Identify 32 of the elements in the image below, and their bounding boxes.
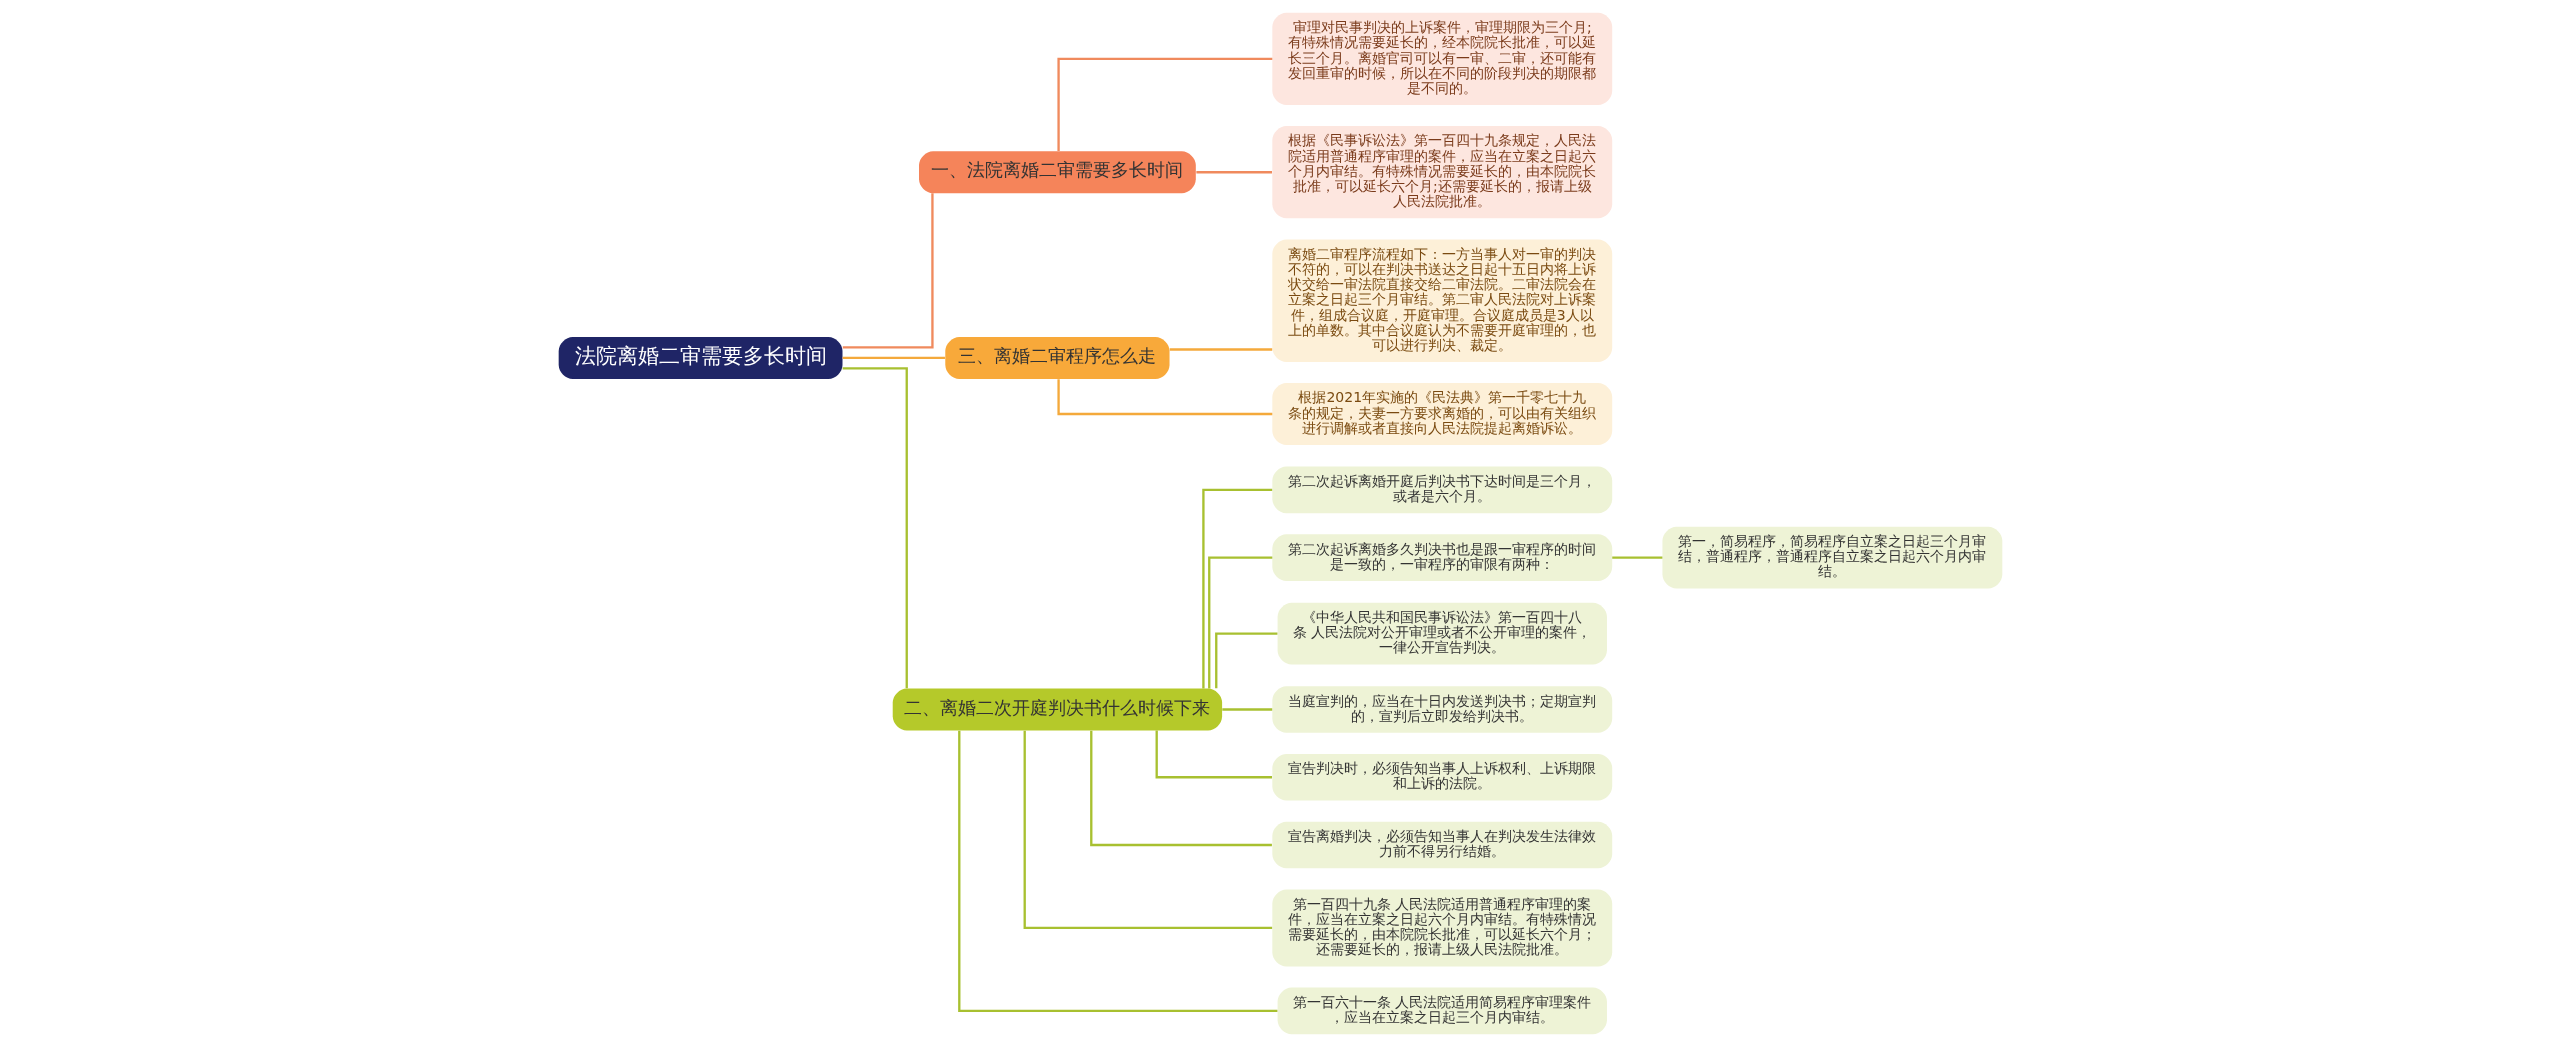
connector — [1056, 57, 1272, 151]
connector — [957, 730, 1277, 1012]
connector — [842, 367, 908, 689]
connector — [1089, 730, 1272, 847]
node-box: 一、法院离婚二审需要多长时间 — [918, 151, 1196, 194]
node-box: 根据2021年实施的《民法典》第一千零七十九条的规定，夫妻一方要求离婚的，可以由有关组织进行调解或者直接向人民法院提起离婚诉讼。 — [1271, 383, 1612, 445]
node-box: 第二次起诉离婚多久判决书也是跟一审程序的时间是一致的，一审程序的审限有两种： — [1271, 534, 1612, 581]
node-box: 审理对民事判决的上诉案件，审理期限为三个月;有特殊情况需要延长的，经本院院长批准，可以延长三个月。离婚官司可以有一审、二审，还可能有发回重审的时候，所以在不同的阶段判决的期限都是不同的。 — [1271, 12, 1612, 106]
node-box: 法院离婚二审需要多长时间 — [558, 336, 842, 379]
node-box: 三、离婚二审程序怎么走 — [944, 336, 1170, 379]
node-box: 当庭宣判的，应当在十日内发送判决书；定期宣判的，宣判后立即发给判决书。 — [1271, 686, 1612, 733]
connector — [1023, 730, 1272, 930]
node-box: 离婚二审程序流程如下：一方当事人对一审的判决不符的，可以在判决书送达之日起十五日内将上诉状交给一审法院直接交给二审法院。二审法院会在立案之日起三个月审结。第二审人民法院对上诉案件，组成合议庭，开庭审理。合议庭成员是3人以上的单数。其中合议庭认为不需要开庭审理的，也可以进行判决、裁定。 — [1271, 239, 1612, 362]
node-box: 宣告判决时，必须告知当事人上诉权利、上诉期限和上诉的法院。 — [1271, 753, 1612, 801]
connector — [1221, 708, 1272, 711]
connector — [1201, 488, 1272, 689]
node-box: 根据《民事诉讼法》第一百四十九条规定，人民法院适用普通程序审理的案件，应当在立案之日起六个月内审结。有特殊情况需要延长的，由本院院长批准，可以延长六个月;还需要延长的，报请上级人民法院批准。 — [1271, 126, 1612, 219]
connector — [1611, 556, 1662, 559]
connector — [1169, 348, 1272, 351]
connector — [1214, 632, 1277, 689]
connector — [1155, 730, 1272, 779]
connector — [842, 193, 934, 349]
node-box: 第一，简易程序，简易程序自立案之日起三个月审结，普通程序，普通程序自立案之日起六个月内审结。 — [1661, 526, 2002, 589]
connector — [842, 356, 945, 360]
node-box: 《中华人民共和国民事诉讼法》第一百四十八条 人民法院对公开审理或者不公开审理的案件，一律公开宣告判决。 — [1277, 602, 1607, 665]
connector — [1207, 556, 1272, 689]
node-box: 第二次起诉离婚开庭后判决书下达时间是三个月，或者是六个月。 — [1271, 466, 1612, 514]
node-box: 第一百四十九条 人民法院适用普通程序审理的案件，应当在立案之日起六个月内审结。有特殊情况需要延长的，由本院院长批准，可以延长六个月；还需要延长的，报请上级人民法院批准。 — [1271, 889, 1612, 967]
node-box: 第一百六十一条 人民法院适用简易程序审理案件，应当在立案之日起三个月内审结。 — [1277, 987, 1607, 1035]
node-box: 二、离婚二次开庭判决书什么时候下来 — [892, 688, 1222, 731]
node-box: 宣告离婚判决，必须告知当事人在判决发生法律效力前不得另行结婚。 — [1271, 821, 1612, 869]
connector — [1195, 171, 1272, 174]
